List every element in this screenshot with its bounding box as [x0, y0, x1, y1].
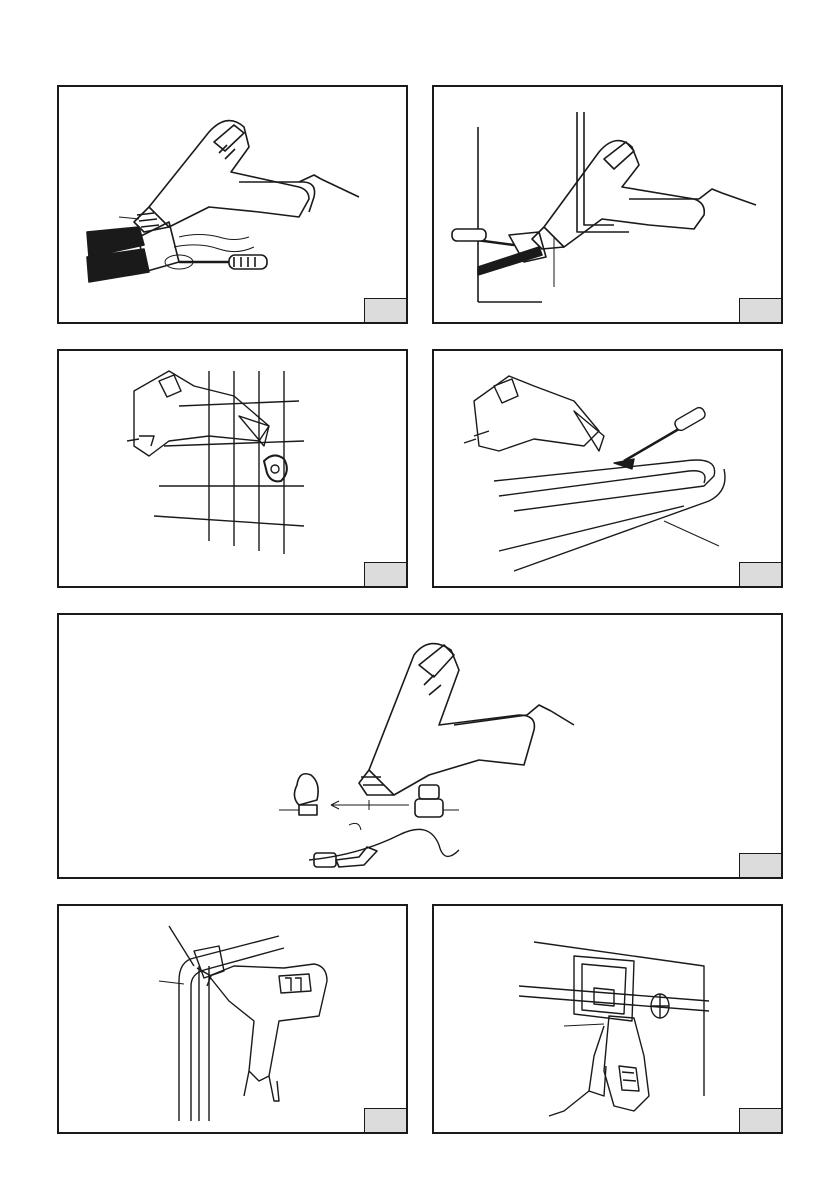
figure-panel-window-frame — [432, 85, 783, 324]
figure-number-box — [739, 853, 781, 877]
heat-gun-pipe-thawing-illustration — [434, 906, 781, 1132]
figure-number-box — [739, 562, 781, 586]
figure-panel-pipe-bending — [57, 904, 408, 1134]
figure-number-box — [739, 298, 781, 322]
heat-gun-nozzle-attachments-illustration — [59, 615, 781, 877]
heat-gun-window-pane-illustration — [59, 351, 406, 586]
heat-gun-pipe-bending-illustration — [59, 906, 406, 1132]
figure-panel-pipe-thawing — [432, 904, 783, 1134]
figure-number-box — [364, 298, 406, 322]
heat-gun-window-frame-illustration — [434, 87, 781, 322]
heat-gun-ski-wax-illustration — [434, 351, 781, 586]
figure-number-box — [739, 1108, 781, 1132]
figure-number-box — [364, 1108, 406, 1132]
figure-panel-nozzle-attachments — [57, 613, 783, 879]
figure-panel-ski-wax — [432, 349, 783, 588]
heat-gun-stripping-paint-illustration — [59, 87, 406, 322]
figure-number-box — [364, 562, 406, 586]
figure-panel-stripping-paint — [57, 85, 408, 324]
figure-panel-window-pane — [57, 349, 408, 588]
